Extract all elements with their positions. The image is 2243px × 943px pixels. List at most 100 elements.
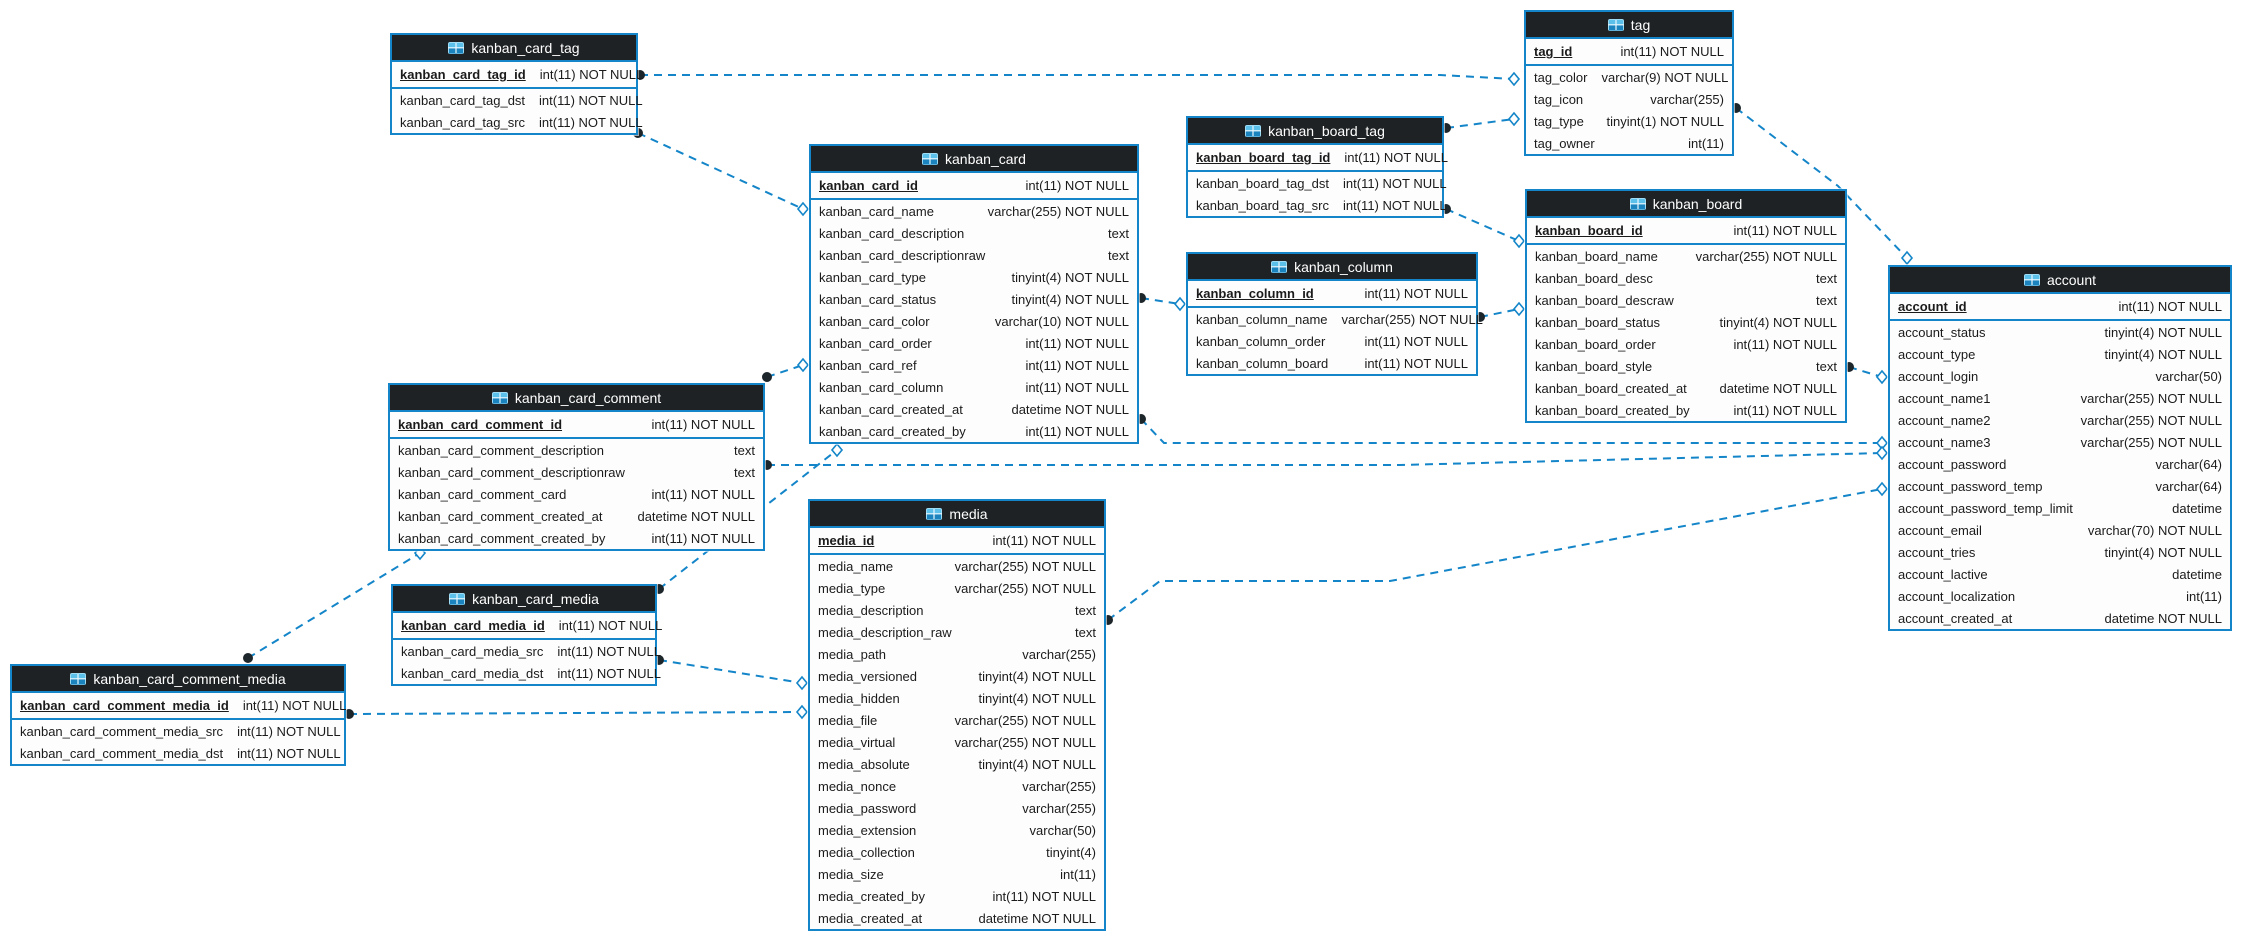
relation-line-kanban_board_tag-to-kanban_board[interactable] (1445, 208, 1520, 242)
relation-line-kanban_card-to-kanban_column[interactable] (1140, 297, 1181, 305)
table-header-kanban_column[interactable]: kanban_column (1188, 254, 1476, 281)
table-header-kanban_card_media[interactable]: kanban_card_media (393, 586, 655, 613)
relation-line-kanban_card_media-to-media[interactable] (658, 659, 803, 684)
table-header-kanban_card[interactable]: kanban_card (811, 146, 1137, 173)
table-header-account[interactable]: account (1890, 267, 2230, 294)
table-header-kanban_board[interactable]: kanban_board (1527, 191, 1845, 218)
relation-line-kanban_board_tag-to-tag[interactable] (1445, 118, 1515, 129)
relation-line-kanban_card_comment_media-to-kanban_card_comment[interactable] (247, 552, 421, 659)
table-header-media[interactable]: media (810, 501, 1104, 528)
relation-line-kanban_card_comment-to-kanban_card[interactable] (766, 364, 804, 378)
relation-line-kanban_card_tag-to-tag[interactable] (640, 74, 1515, 80)
table-header-tag[interactable]: tag (1526, 12, 1732, 39)
relation-line-kanban_card-to-account[interactable] (1140, 418, 1882, 444)
relation-line-kanban_board-to-account[interactable] (1848, 366, 1883, 378)
relation-line-media-to-account[interactable] (1107, 488, 1883, 621)
relation-line-kanban_card_tag-to-kanban_card[interactable] (637, 132, 804, 210)
relation-line-tag-to-account[interactable] (1735, 107, 1908, 259)
table-header-kanban_board_tag[interactable]: kanban_board_tag (1188, 118, 1442, 145)
relation-line-kanban_card_comment-to-account[interactable] (767, 452, 1883, 466)
table-header-kanban_card_comment_media[interactable]: kanban_card_comment_media (12, 666, 344, 693)
table-header-kanban_card_comment[interactable]: kanban_card_comment (390, 385, 763, 412)
